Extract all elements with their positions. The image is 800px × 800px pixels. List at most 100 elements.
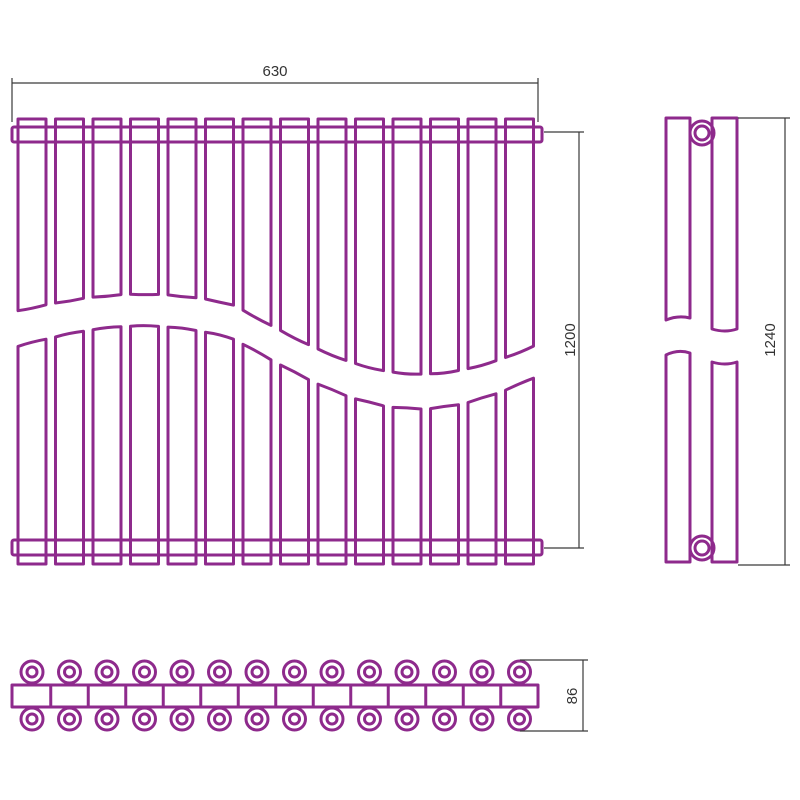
upper-section-10: [354, 117, 385, 373]
top-row-ring-inner-1: [25, 665, 39, 679]
top-row-ring-outer-8: [282, 659, 307, 685]
bottom-row-ring-inner-14: [513, 712, 526, 726]
height-dimension: 1200: [544, 131, 584, 549]
lower-section-4: [129, 324, 160, 566]
bottom-row-ring-inner-11: [400, 712, 414, 726]
lower-section-10: [354, 397, 385, 566]
lower-section-6: [204, 330, 235, 566]
depth-label: 86: [564, 688, 581, 705]
lower-section-11: [391, 405, 423, 566]
side-view: [664, 116, 739, 564]
width-dimension: 630: [11, 63, 539, 122]
top-row-ring-outer-1: [19, 659, 45, 685]
top-row-ring-outer-10: [357, 659, 382, 685]
upper-section-2: [54, 117, 85, 305]
upper-section-13: [466, 117, 498, 371]
bottom-collector: [10, 538, 544, 557]
top-view: [10, 659, 540, 732]
side-connector-top-outer: [688, 119, 716, 147]
top-row-ring-inner-8: [288, 665, 301, 679]
bottom-row-ring-inner-10: [363, 712, 376, 726]
top-row-ring-outer-12: [432, 659, 457, 685]
top-row-ring-inner-10: [363, 665, 376, 679]
bottom-row-ring-inner-2: [63, 712, 76, 726]
bottom-row-ring-outer-8: [282, 706, 307, 732]
top-row-ring-inner-6: [213, 665, 226, 679]
lower-section-12: [429, 403, 460, 566]
total-height-label: 1240: [762, 323, 779, 356]
side-front-upper: [664, 116, 692, 322]
top-row-ring-inner-13: [475, 665, 489, 679]
bottom-row-ring-outer-1: [19, 706, 45, 732]
top-row-ring-outer-7: [244, 659, 270, 685]
total-height-dimension: 1240: [738, 117, 790, 566]
lower-section-13: [466, 392, 498, 566]
top-row-ring-inner-12: [438, 665, 451, 679]
lower-section-7: [241, 342, 273, 566]
top-row-ring-inner-5: [175, 665, 189, 679]
bottom-row-ring-outer-7: [244, 706, 270, 732]
upper-section-6: [204, 117, 235, 307]
lower-section-5: [166, 325, 198, 566]
width-label: 630: [262, 63, 287, 80]
upper-sections: [16, 117, 535, 376]
top-row-ring-inner-14: [513, 665, 526, 679]
lower-section-8: [279, 363, 310, 566]
bottom-row-ring-outer-14: [507, 706, 532, 732]
height-label: 1200: [562, 323, 579, 356]
side-connector-bottom-inner: [693, 539, 711, 557]
upper-section-1: [16, 117, 48, 313]
top-row-ring-inner-4: [138, 665, 151, 679]
lower-section-2: [54, 329, 85, 566]
side-front-lower: [664, 349, 692, 564]
top-row-ring-outer-9: [319, 659, 345, 685]
lower-sections: [16, 324, 535, 566]
upper-section-7: [241, 117, 273, 327]
side-connector-bottom-outer: [688, 534, 716, 562]
side-connector-top-inner: [693, 124, 711, 142]
bottom-row-ring-inner-13: [475, 712, 489, 726]
upper-section-11: [391, 117, 423, 376]
top-row-ring-outer-14: [507, 659, 532, 685]
depth-dimension: 86: [520, 659, 588, 732]
top-row-ring-inner-7: [250, 665, 264, 679]
lower-section-14: [504, 376, 535, 566]
side-back-upper: [710, 116, 739, 333]
top-collector: [10, 125, 544, 144]
top-row-ring-outer-6: [207, 659, 232, 685]
bottom-row-ring-inner-12: [438, 712, 451, 726]
top-row-ring-inner-2: [63, 665, 76, 679]
upper-section-12: [429, 117, 460, 376]
top-row-ring-inner-3: [100, 665, 114, 679]
bottom-row-ring-outer-6: [207, 706, 232, 732]
lower-section-1: [16, 337, 48, 566]
top-row-ring-outer-2: [57, 659, 82, 685]
upper-section-9: [316, 117, 348, 362]
upper-section-3: [91, 117, 123, 299]
bottom-row-ring-outer-9: [319, 706, 345, 732]
upper-section-8: [279, 117, 310, 347]
lower-section-3: [91, 325, 123, 566]
front-view: [10, 117, 544, 566]
side-back-lower: [710, 360, 739, 564]
bottom-row-ring-outer-12: [432, 706, 457, 732]
bottom-row-ring-inner-5: [175, 712, 189, 726]
upper-section-4: [129, 117, 160, 297]
bottom-row-ring-inner-8: [288, 712, 301, 726]
upper-section-14: [504, 117, 535, 359]
bottom-row-ring-inner-4: [138, 712, 151, 726]
lower-section-9: [316, 382, 348, 566]
top-row-ring-outer-5: [169, 659, 195, 685]
bottom-row-ring-outer-5: [169, 706, 195, 732]
bottom-row-ring-inner-7: [250, 712, 264, 726]
top-row-ring-outer-4: [132, 659, 157, 685]
bottom-row-ring-outer-3: [94, 706, 120, 732]
upper-section-5: [166, 117, 198, 300]
top-row-ring-outer-3: [94, 659, 120, 685]
bottom-row-ring-inner-9: [325, 712, 339, 726]
bottom-row-ring-inner-3: [100, 712, 114, 726]
bottom-row-ring-outer-10: [357, 706, 382, 732]
top-row-ring-outer-11: [394, 659, 420, 685]
bottom-row-ring-outer-2: [57, 706, 82, 732]
